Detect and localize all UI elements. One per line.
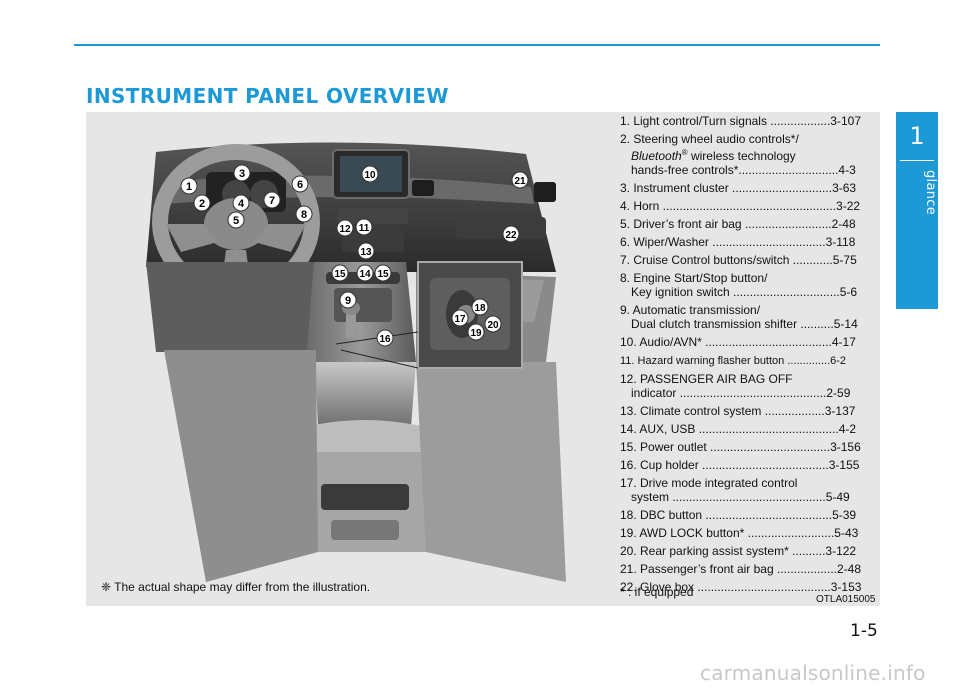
callout-8: 8 <box>295 205 313 223</box>
legend-item: 16. Cup holder .........................… <box>620 458 860 472</box>
chapter-number: 1 <box>909 122 925 150</box>
component-legend: 1. Light control/Turn signals ..........… <box>620 114 878 598</box>
callout-9: 9 <box>339 291 357 309</box>
legend-item: 4. Horn ................................… <box>620 199 861 213</box>
legend-item: 10. Audio/AVN* .........................… <box>620 335 856 349</box>
legend-item: 8. Engine Start/Stop button/Key ignition… <box>620 271 858 299</box>
callout-17: 17 <box>451 309 469 327</box>
legend-item: 21. Passenger’s front air bag ..........… <box>620 562 862 576</box>
page-heading: INSTRUMENT PANEL OVERVIEW <box>86 84 449 108</box>
watermark: carmanualsonline.info <box>700 661 926 685</box>
callout-15-right: 15 <box>374 264 392 282</box>
callout-layer: 1 2 3 4 5 6 7 8 9 10 11 12 13 14 15 15 1… <box>180 164 529 347</box>
callout-14: 14 <box>356 264 374 282</box>
top-rule <box>74 44 880 46</box>
tab-divider <box>900 160 934 161</box>
svg-text:17: 17 <box>454 314 466 325</box>
svg-text:2: 2 <box>199 198 205 210</box>
callout-5: 5 <box>227 211 245 229</box>
svg-text:7: 7 <box>269 195 275 207</box>
callout-2: 2 <box>193 194 211 212</box>
page-number: 1-5 <box>850 621 878 641</box>
svg-text:20: 20 <box>487 320 499 331</box>
illustration-code: OTLA015005 <box>816 594 876 605</box>
callout-19: 19 <box>467 323 485 341</box>
callout-22: 22 <box>502 225 520 243</box>
legend-item: 5. Driver’s front air bag ..............… <box>620 217 856 231</box>
legend-item: 9. Automatic transmission/Dual clutch tr… <box>620 303 858 331</box>
callout-6: 6 <box>291 175 309 193</box>
callout-10: 10 <box>361 165 379 183</box>
svg-text:9: 9 <box>345 295 351 307</box>
legend-item: 2. Steering wheel audio controls*/ Bluet… <box>620 132 856 177</box>
chapter-tab[interactable]: 1 Your vehicle at a glance <box>896 112 953 309</box>
callout-13: 13 <box>357 242 375 260</box>
svg-text:16: 16 <box>379 334 391 345</box>
svg-text:15: 15 <box>334 269 346 280</box>
svg-text:13: 13 <box>360 247 372 258</box>
legend-item: 7. Cruise Control buttons/switch .......… <box>620 253 857 267</box>
legend-item: 14. AUX, USB ...........................… <box>620 422 857 436</box>
svg-text:10: 10 <box>364 170 376 181</box>
callout-12: 12 <box>336 219 354 237</box>
callout-7: 7 <box>263 191 281 209</box>
svg-text:8: 8 <box>301 209 307 221</box>
svg-text:22: 22 <box>505 230 517 241</box>
callout-16: 16 <box>376 329 394 347</box>
svg-text:14: 14 <box>359 269 371 280</box>
callout-1: 1 <box>180 177 198 195</box>
callout-3: 3 <box>233 164 251 182</box>
svg-text:21: 21 <box>514 176 526 187</box>
dashboard-illustration: 1 2 3 4 5 6 7 8 9 10 11 12 13 14 15 15 1… <box>86 112 583 606</box>
callout-4: 4 <box>232 194 250 212</box>
legend-item: 19. AWD LOCK button* ...................… <box>620 526 859 540</box>
svg-text:1: 1 <box>186 181 192 193</box>
legend-item: 22. Glove box ..........................… <box>620 580 862 594</box>
legend-item: 11. Hazard warning flasher button ......… <box>620 355 847 367</box>
legend-item: 1. Light control/Turn signals ..........… <box>620 114 862 128</box>
svg-text:12: 12 <box>339 224 351 235</box>
svg-text:6: 6 <box>297 179 303 191</box>
svg-text:5: 5 <box>233 215 239 227</box>
legend-item: 15. Power outlet .......................… <box>620 440 861 454</box>
if-equipped-note: * : if equipped <box>620 585 694 599</box>
svg-text:3: 3 <box>239 168 245 180</box>
callout-11: 11 <box>355 218 373 236</box>
svg-text:4: 4 <box>238 198 245 210</box>
svg-text:11: 11 <box>359 223 370 234</box>
chapter-title: Your vehicle at a glance <box>923 170 953 283</box>
illustration-note: ❈ The actual shape may differ from the i… <box>101 580 371 594</box>
callout-18: 18 <box>471 298 489 316</box>
svg-text:19: 19 <box>470 328 482 339</box>
svg-text:18: 18 <box>474 303 486 314</box>
svg-text:15: 15 <box>377 269 389 280</box>
callout-21: 21 <box>511 171 529 189</box>
legend-item: 3. Instrument cluster ..................… <box>620 181 857 195</box>
callout-20: 20 <box>484 315 502 333</box>
legend-item: 6. Wiper/Washer ........................… <box>620 235 856 249</box>
legend-item: 18. DBC button .........................… <box>620 508 857 522</box>
legend-item: 20. Rear parking assist system* ........… <box>620 544 857 558</box>
callout-15-left: 15 <box>331 264 349 282</box>
legend-item: 13. Climate control system .............… <box>620 404 856 418</box>
